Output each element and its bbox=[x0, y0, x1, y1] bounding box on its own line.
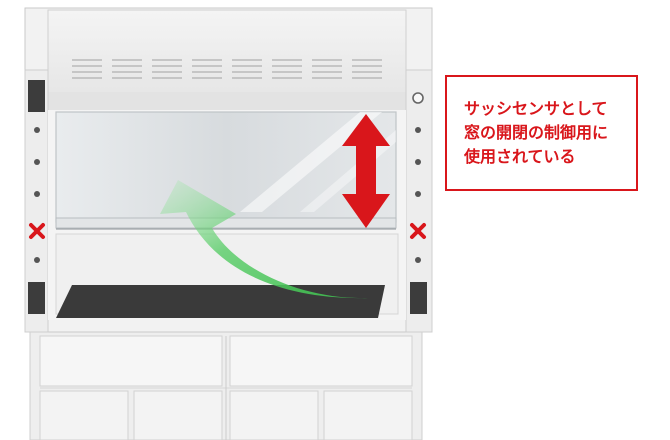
sensor-marker-left-icon bbox=[29, 223, 45, 239]
callout-line-1: サッシセンサとして bbox=[464, 99, 608, 118]
right-side-post bbox=[405, 69, 433, 333]
worktop bbox=[56, 285, 385, 318]
sash-sensor-callout: サッシセンサとして 窓の開閉の制御用に 使用されている bbox=[445, 75, 638, 191]
left-side-post bbox=[24, 69, 49, 333]
callout-line-2: 窓の開閉の制御用に bbox=[464, 123, 609, 142]
callout-line-3: 使用されている bbox=[464, 147, 576, 166]
sensor-marker-right-icon bbox=[410, 223, 426, 239]
airflow-arrow-icon bbox=[160, 180, 368, 299]
sash-movement-arrow-icon bbox=[342, 114, 390, 228]
ventilation-louvers bbox=[72, 59, 382, 79]
base-cabinet bbox=[29, 329, 423, 440]
